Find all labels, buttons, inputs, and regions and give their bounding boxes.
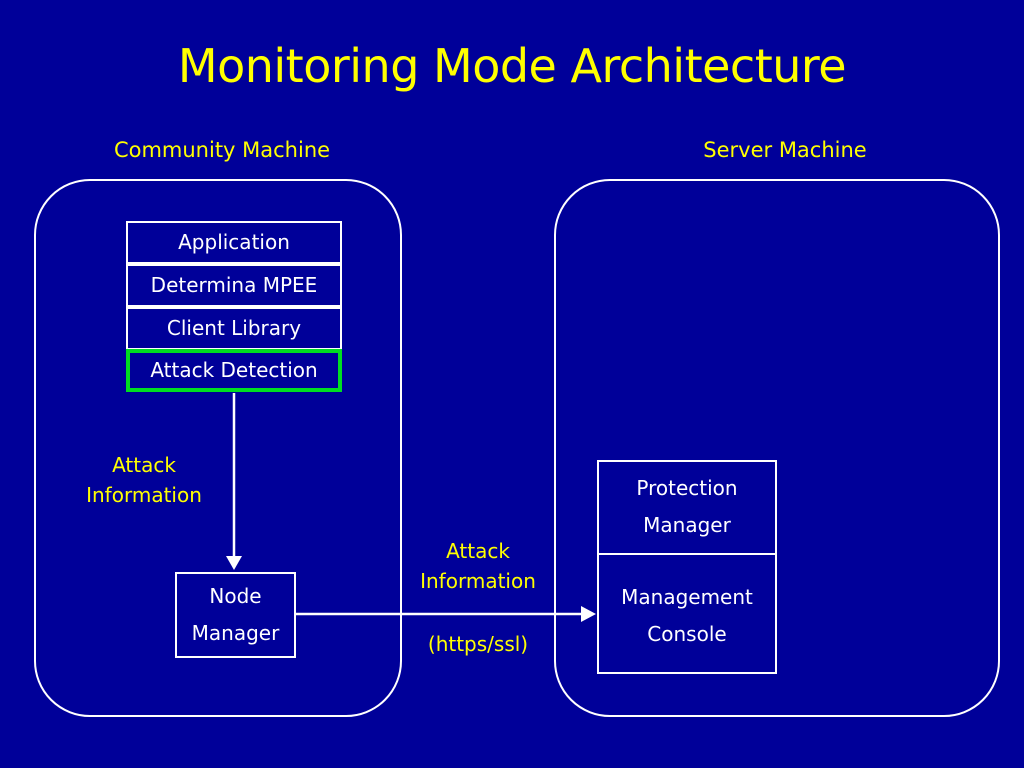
link-label-line-2: Information — [420, 569, 536, 593]
attack-information-line-1: Attack — [112, 453, 176, 477]
layer-application: Application — [126, 221, 342, 264]
horizontal-arrowhead — [581, 606, 596, 622]
link-label-line-1: Attack — [446, 539, 510, 563]
attack-information-label-vertical: Attack Information — [74, 450, 214, 510]
community-machine-label: Community Machine — [113, 138, 331, 162]
management-console-box: Management Console — [597, 553, 777, 674]
server-machine-container — [554, 179, 1000, 717]
server-machine-label: Server Machine — [703, 138, 867, 162]
management-console-line-1: Management — [621, 585, 753, 609]
community-machine-container — [34, 179, 402, 717]
vertical-arrowhead — [226, 556, 242, 570]
node-manager-line-1: Node — [209, 584, 262, 608]
node-manager-box: Node Manager — [175, 572, 296, 658]
link-protocol-label: (https/ssl) — [427, 632, 529, 656]
management-console-line-2: Console — [647, 622, 727, 646]
link-label: Attack Information — [408, 536, 548, 596]
protection-manager-line-1: Protection — [636, 476, 738, 500]
node-manager-line-2: Manager — [191, 621, 280, 645]
attack-information-line-2: Information — [86, 483, 202, 507]
layer-determina-mpee: Determina MPEE — [126, 264, 342, 307]
slide-title: Monitoring Mode Architecture — [177, 39, 847, 93]
layer-attack-detection: Attack Detection — [126, 349, 342, 392]
protection-manager-line-2: Manager — [643, 513, 731, 537]
